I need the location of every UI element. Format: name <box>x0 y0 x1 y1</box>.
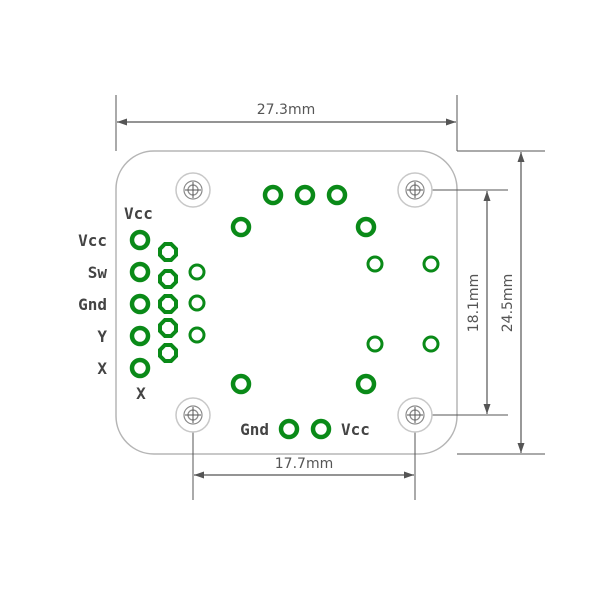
mount-spacing-x-label: 17.7mm <box>275 456 333 472</box>
switch-pad <box>366 335 384 353</box>
header-pads-small <box>188 263 206 344</box>
header-pads-octagonal <box>158 242 178 363</box>
bottom-label-gnd: Gnd <box>240 420 269 439</box>
pin-label-gnd: Gnd <box>78 295 107 314</box>
octagon-pad <box>158 294 178 314</box>
octagon-pad <box>158 242 178 262</box>
bottom-pad-vcc <box>310 418 332 440</box>
pin-label-y: Y <box>97 327 107 346</box>
bottom-label-x: X <box>136 384 146 403</box>
small-pad <box>188 326 206 344</box>
pin-label-vcc: Vcc <box>78 231 107 250</box>
width-dimension-label: 27.3mm <box>257 102 315 118</box>
joystick-pad <box>230 216 252 238</box>
header-pad-y <box>129 325 151 347</box>
mounting-hole-bottom-right <box>397 397 433 433</box>
joystick-pad <box>230 373 252 395</box>
bottom-label-vcc: Vcc <box>341 420 370 439</box>
pin-label-sw: Sw <box>88 263 108 282</box>
header-pads-main <box>129 229 151 379</box>
switch-pad <box>422 335 440 353</box>
octagon-pad <box>158 318 178 338</box>
height-dimension: 24.5mm <box>457 150 545 455</box>
octagon-pad <box>158 343 178 363</box>
mount-spacing-y-label: 18.1mm <box>466 274 482 332</box>
header-label-vcc: Vcc <box>124 204 153 223</box>
joystick-pad <box>355 373 377 395</box>
small-pad <box>188 294 206 312</box>
mounting-hole-top-right <box>397 172 433 208</box>
joystick-pad <box>326 184 348 206</box>
header-pad-vcc <box>129 229 151 251</box>
joystick-pads <box>230 184 440 395</box>
mount-spacing-y-dimension: 18.1mm <box>415 189 508 416</box>
header-pad-gnd <box>129 293 151 315</box>
bottom-pad-gnd <box>278 418 300 440</box>
width-dimension: 27.3mm <box>115 95 458 151</box>
mounting-hole-bottom-left <box>175 397 211 433</box>
joystick-pad <box>355 216 377 238</box>
mounting-hole-top-left <box>175 172 211 208</box>
small-pad <box>188 263 206 281</box>
octagon-pad <box>158 269 178 289</box>
switch-pad <box>366 255 384 273</box>
switch-pad <box>422 255 440 273</box>
pin-label-x: X <box>97 359 107 378</box>
header-pad-x <box>129 357 151 379</box>
joystick-pad <box>294 184 316 206</box>
header-pad-sw <box>129 261 151 283</box>
joystick-pad <box>262 184 284 206</box>
height-dimension-label: 24.5mm <box>500 274 516 332</box>
